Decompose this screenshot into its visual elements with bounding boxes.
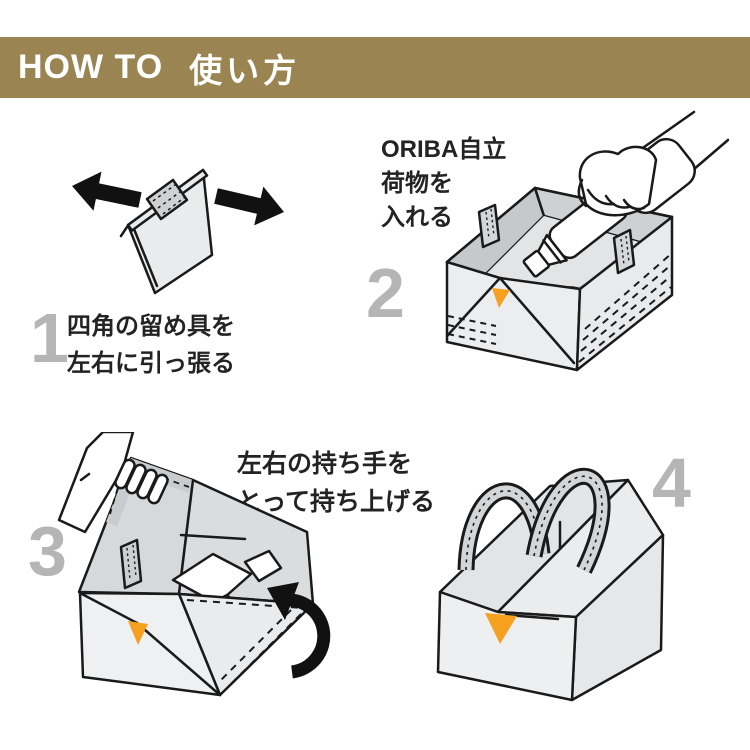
pull-left-arrow-icon <box>72 171 142 211</box>
orange-corner-marker <box>485 613 517 644</box>
step-1-caption: 四角の留め具を 左右に引っ張る <box>67 308 235 382</box>
right-face-stitch-band <box>578 253 672 363</box>
step-3-caption-line-2: とって持ち上げる <box>237 488 436 516</box>
left-tab-stitches <box>485 208 495 240</box>
step-2-illustration <box>430 108 730 400</box>
step-2-caption-line-2: 荷物を <box>381 170 453 197</box>
front-crease-line <box>504 613 560 621</box>
right-stitched-tab <box>612 228 636 275</box>
step-1-caption-line-2: 左右に引っ張る <box>67 350 235 377</box>
fastener-tab <box>145 178 189 221</box>
step-2-caption-line-3: 入れる <box>381 204 453 231</box>
flap-stitches <box>109 466 190 515</box>
left-stitched-tab <box>477 203 501 249</box>
step-4-illustration <box>432 452 682 712</box>
bottle-inside-cap <box>243 549 283 583</box>
front-fold-line-right <box>135 621 222 697</box>
step-4-number: 4 <box>652 444 691 522</box>
step-2-caption: ORIBA自立 荷物を 入れる <box>381 133 506 235</box>
curved-arrow-icon <box>282 593 331 679</box>
step-1-illustration <box>58 156 298 298</box>
folded-pack-corner-line <box>119 225 129 238</box>
right-tab-stitches <box>620 235 630 266</box>
curved-arrow-head <box>267 582 299 620</box>
orange-corner-marker <box>492 288 510 308</box>
fold-line-left <box>445 276 502 338</box>
folded-pack-edge-line <box>132 227 159 288</box>
wall-crease <box>179 533 247 541</box>
left-face-stitch-band <box>447 315 497 345</box>
carry-handle-back <box>525 467 611 574</box>
gripping-fingers <box>114 458 169 505</box>
header-banner: HOW TO 使い方 <box>0 37 750 98</box>
arm-crease <box>79 472 91 482</box>
step-3-number: 3 <box>28 512 67 590</box>
front-fold-line-left <box>78 591 139 625</box>
fold-line-right <box>498 276 576 365</box>
step-3-illustration <box>45 432 355 732</box>
step-3-caption-line-1: 左右の持ち手を <box>237 450 413 478</box>
header-title-en: HOW TO <box>18 48 164 86</box>
fastener-tab-stitches <box>152 182 186 215</box>
arm-edge-line <box>635 110 696 154</box>
step-1-number: 1 <box>30 299 69 377</box>
hand-thumb <box>577 178 588 208</box>
lifting-arm <box>57 432 135 534</box>
hand-palm <box>578 145 658 217</box>
bag-front-face <box>436 590 578 702</box>
flap-stitched-tab <box>119 538 143 590</box>
step-3-caption: 左右の持ち手を とって持ち上げる <box>237 445 435 521</box>
hand-fingers <box>586 188 646 211</box>
pull-right-arrow-icon <box>214 186 284 226</box>
step-2-caption-line-1: ORIBA自立 <box>381 136 507 163</box>
step-2-number: 2 <box>366 254 405 332</box>
step-1-caption-line-1: 四角の留め具を <box>67 313 235 340</box>
header-title-ja: 使い方 <box>189 51 301 89</box>
orange-corner-marker <box>128 621 148 645</box>
